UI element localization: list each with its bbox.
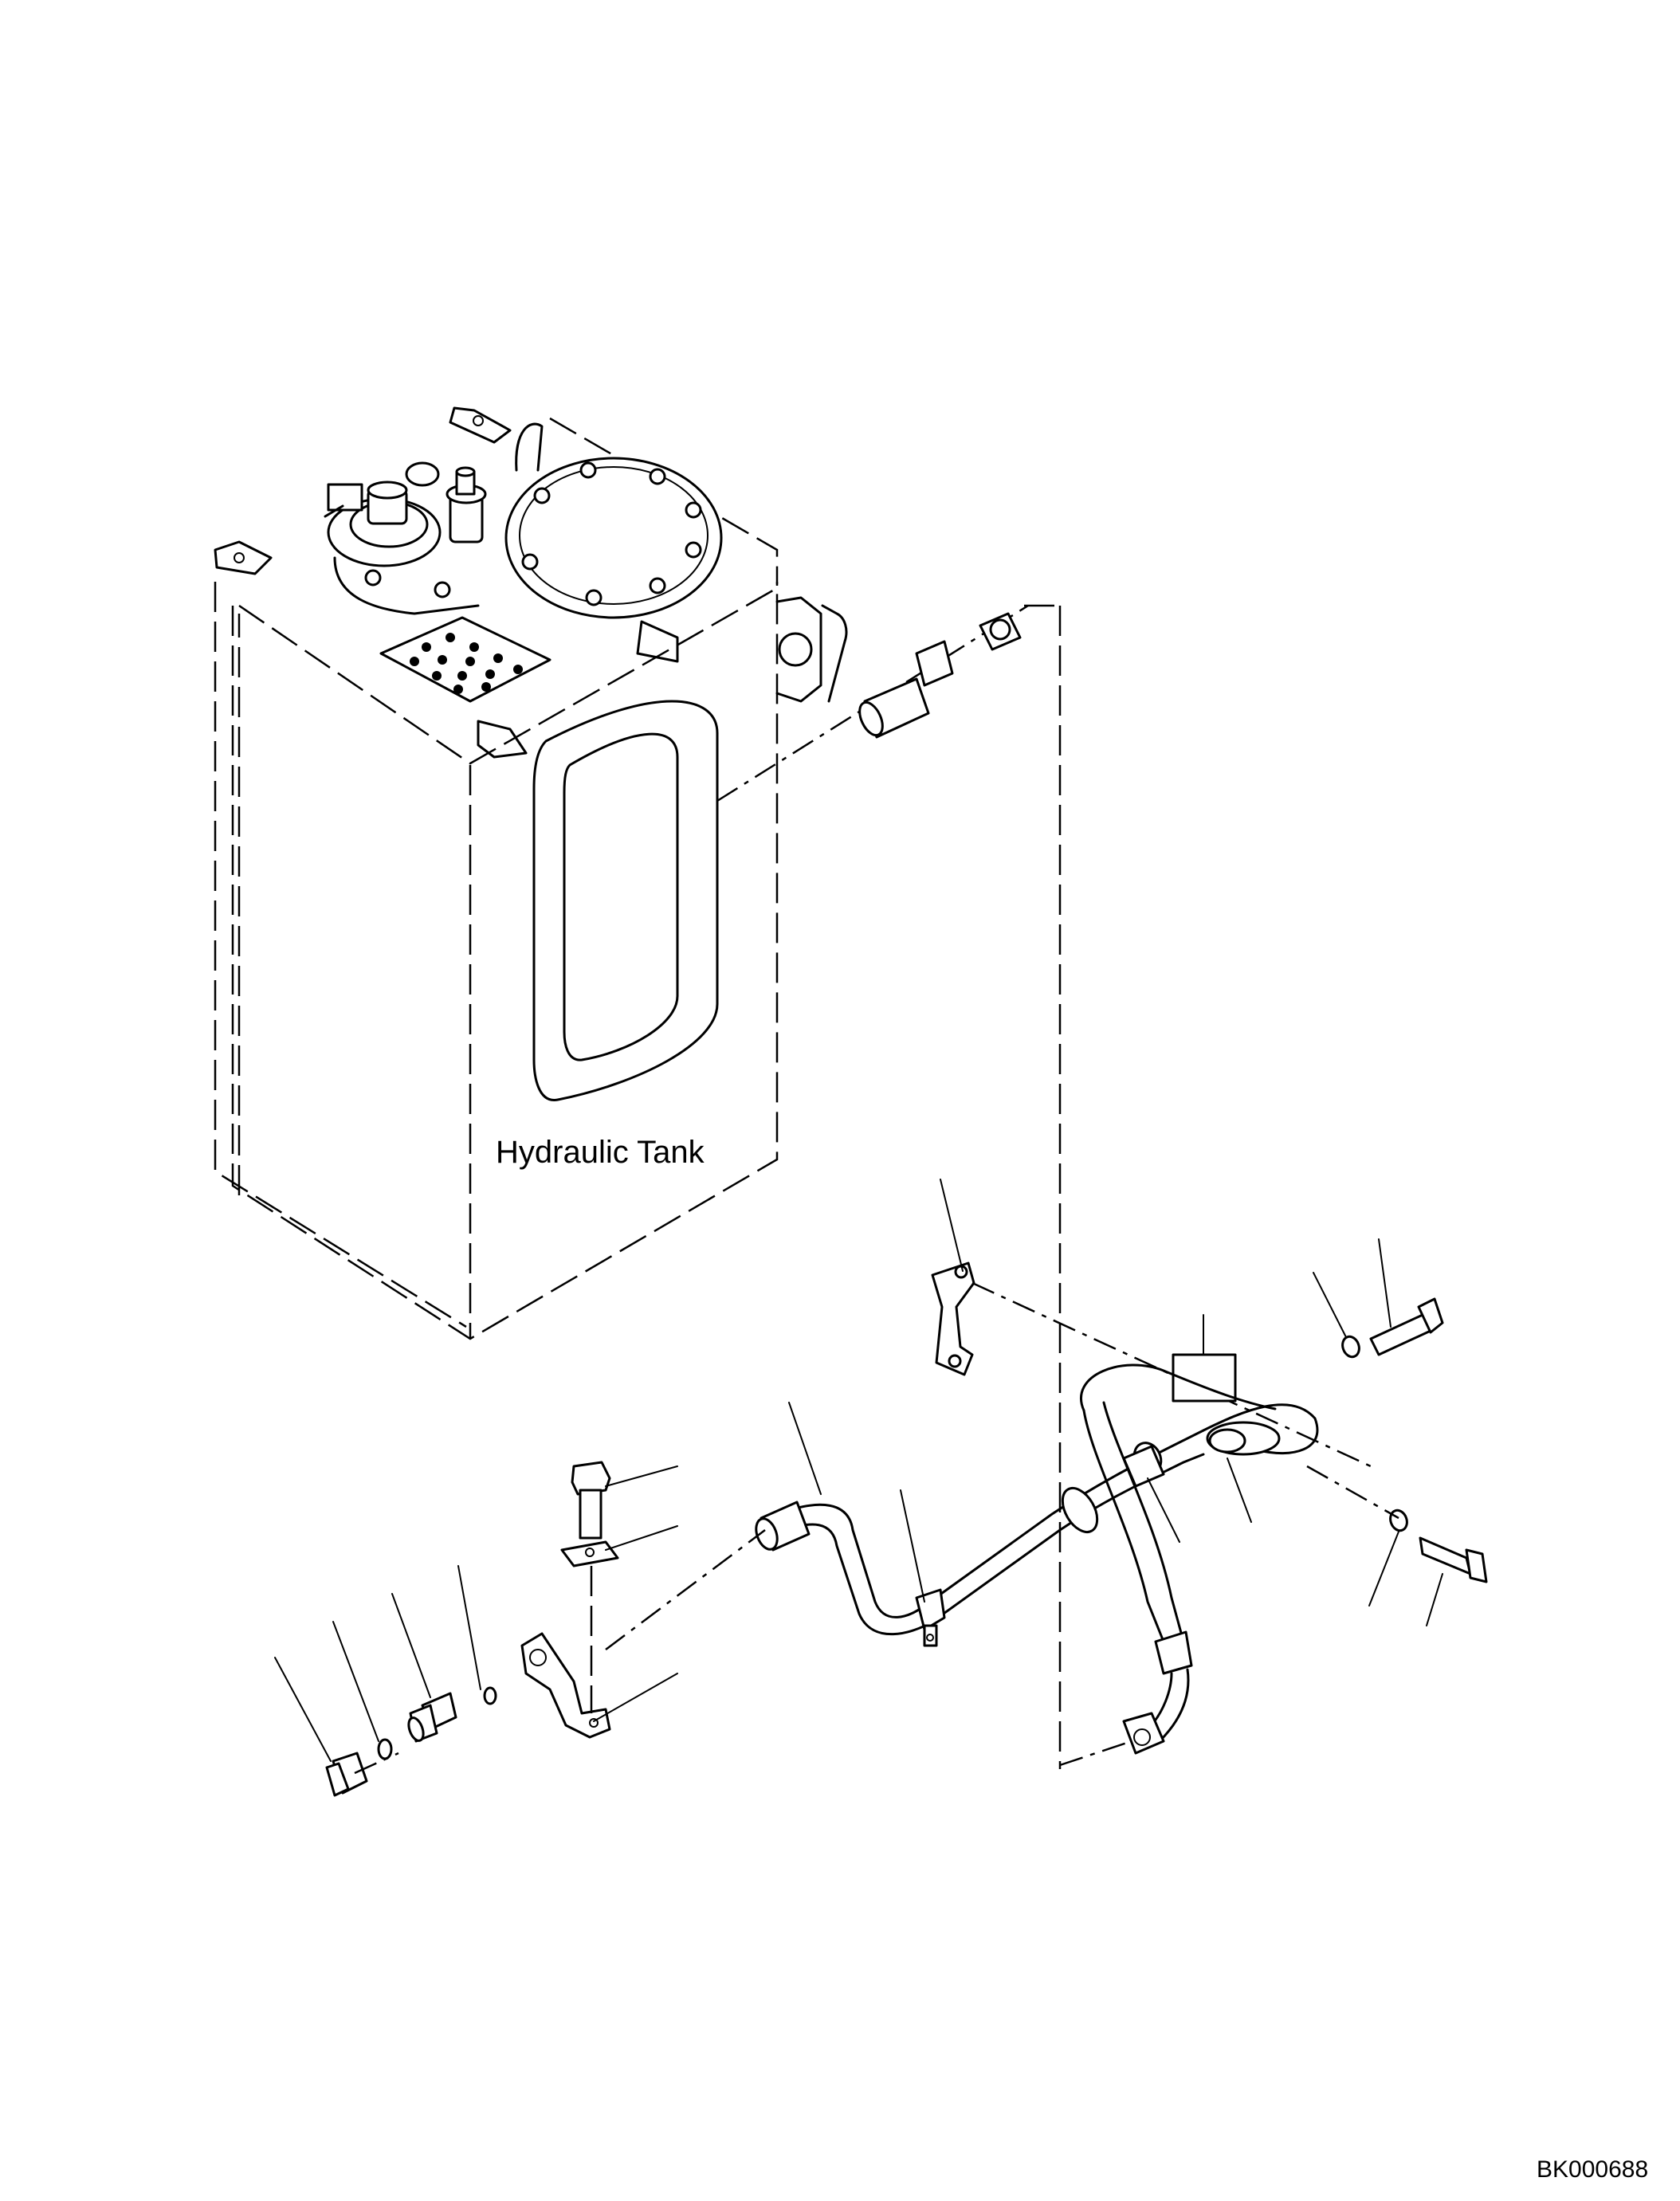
connector-bracket (520, 1529, 766, 1739)
tank-label: Hydraulic Tank (496, 1135, 705, 1170)
top-valve (446, 466, 487, 543)
lower-bolt (1306, 1465, 1488, 1626)
sight-glass (532, 700, 719, 1101)
hose-assembly (755, 1363, 1319, 1767)
pressure-switch (716, 604, 1060, 802)
adapter-fittings (274, 1565, 497, 1797)
mounting-bolt (560, 1461, 678, 1713)
hydraulic-tank (214, 406, 848, 1340)
reference-code: BK000688 (1537, 2156, 1649, 2183)
hose-clamp-bracket (931, 1179, 1372, 1468)
upper-bolt (1313, 1238, 1444, 1359)
filler-cap (324, 461, 442, 567)
perforated-plate (379, 616, 551, 703)
